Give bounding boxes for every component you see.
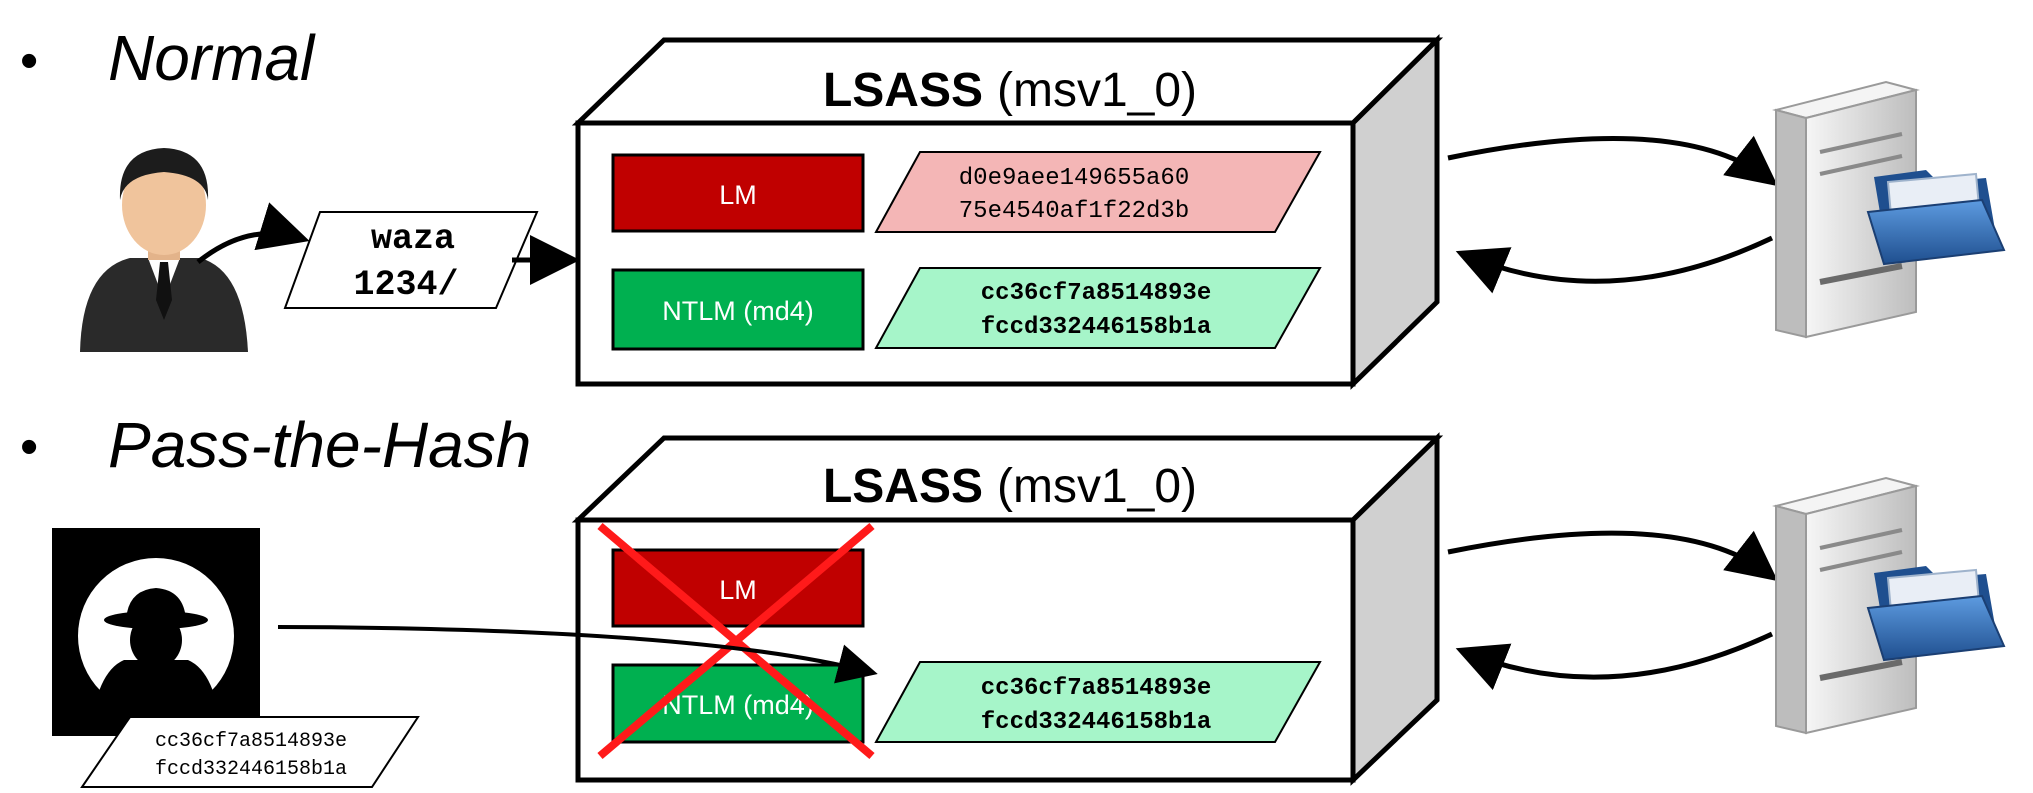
password-box: waza 1234/: [283, 211, 539, 309]
ntlm-credential: NTLM (md4): [611, 268, 865, 351]
ntlm-label: NTLM (md4): [662, 296, 814, 326]
ntlm-hash: cc36cf7a8514893e fccd332446158b1a: [874, 267, 1322, 349]
arrow-from-server: [1455, 235, 1774, 294]
lm-credential: LM: [611, 548, 865, 628]
arrow-from-server: [1455, 631, 1774, 691]
lsass-title: LSASS(msv1_0): [823, 460, 1197, 513]
lm-label: LM: [719, 575, 757, 605]
attacker-hash: cc36cf7a8514893e fccd332446158b1a: [80, 716, 420, 788]
lm-hash-line-2: 75e4540af1f22d3b: [959, 198, 1189, 225]
folder-icon: [1866, 170, 2006, 266]
folder-icon: [1866, 566, 2006, 662]
user-icon: [80, 148, 248, 352]
arrow-to-server: [1447, 530, 1778, 582]
ntlm-hash-line-1: cc36cf7a8514893e: [981, 280, 1211, 307]
ntlm-hash-line-1: cc36cf7a8514893e: [981, 675, 1211, 702]
lsass-box: LSASS(msv1_0) LM d0e9aee149655a60 75e454…: [571, 34, 1444, 390]
arrow-to-server: [1447, 135, 1778, 187]
password-line-1: waza: [371, 219, 455, 259]
ntlm-credential: NTLM (md4): [611, 663, 865, 744]
section-normal: • Normal waza 1234/ LSASS(msv1_0): [20, 22, 2006, 390]
lsass-box: LSASS(msv1_0) LM NTLM (md4) cc36cf7a8514…: [571, 432, 1444, 786]
hacker-icon: [52, 528, 260, 736]
password-line-2: 1234/: [353, 265, 458, 305]
lm-hash: d0e9aee149655a60 75e4540af1f22d3b: [874, 151, 1322, 233]
section-heading: Pass-the-Hash: [108, 409, 531, 481]
section-pass-the-hash: • Pass-the-Hash cc36cf7a8514893e fccd332…: [20, 409, 2006, 788]
arrow-inject-hash: [277, 625, 878, 684]
lm-label: LM: [719, 180, 757, 210]
lsass-title: LSASS(msv1_0): [823, 64, 1197, 117]
server-icon: [1772, 476, 2006, 735]
ntlm-label: NTLM (md4): [662, 690, 814, 720]
ntlm-hash-line-2: fccd332446158b1a: [981, 709, 1211, 736]
bullet: •: [20, 418, 38, 476]
ntlm-hash: cc36cf7a8514893e fccd332446158b1a: [874, 661, 1322, 743]
arrow-user-to-password: [196, 202, 310, 264]
lm-hash-line-1: d0e9aee149655a60: [959, 165, 1189, 192]
server-icon: [1772, 80, 2006, 339]
attacker-hash-line-2: fccd332446158b1a: [155, 758, 347, 781]
lm-credential: LM: [611, 153, 865, 233]
bullet: •: [20, 32, 38, 90]
section-heading: Normal: [108, 22, 316, 94]
cross-out-mark: [597, 522, 875, 760]
ntlm-hash-line-2: fccd332446158b1a: [981, 314, 1211, 341]
attacker-hash-line-1: cc36cf7a8514893e: [155, 730, 347, 753]
